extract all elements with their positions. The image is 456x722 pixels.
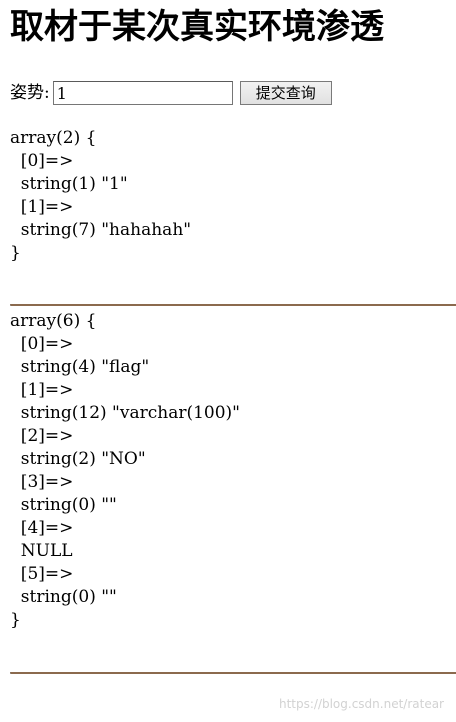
dump-line: } <box>10 243 21 263</box>
dump-line: string(1) "1" <box>10 174 128 194</box>
dump-line: [0]=> <box>10 334 74 354</box>
dump-line: [0]=> <box>10 151 74 171</box>
divider <box>10 304 456 306</box>
column-info-dump: array(6) { [0]=> string(4) "flag" [1]=> … <box>10 310 240 632</box>
page-title: 取材于某次真实环境渗透 <box>10 7 384 47</box>
dump-line: [2]=> <box>10 426 74 446</box>
query-input[interactable] <box>52 81 233 105</box>
dump-line: NULL <box>10 541 73 561</box>
dump-line: string(0) "" <box>10 495 117 515</box>
dump-line: string(4) "flag" <box>10 357 150 377</box>
dump-line: [1]=> <box>10 197 74 217</box>
dump-line: string(12) "varchar(100)" <box>10 403 241 423</box>
dump-line: [5]=> <box>10 564 74 584</box>
dump-line: [4]=> <box>10 518 74 538</box>
dump-line: string(0) "" <box>10 587 117 607</box>
dump-line: [3]=> <box>10 472 74 492</box>
query-form: 姿势: 提交查询 <box>10 80 332 106</box>
dump-line: string(7) "hahahah" <box>10 220 192 240</box>
dump-line: string(2) "NO" <box>10 449 146 469</box>
divider <box>10 672 456 674</box>
dump-line: } <box>10 610 21 630</box>
dump-line: array(6) { <box>10 311 97 331</box>
query-result-dump: array(2) { [0]=> string(1) "1" [1]=> str… <box>10 127 191 265</box>
query-label: 姿势: <box>10 83 50 103</box>
submit-query-button[interactable]: 提交查询 <box>239 81 332 105</box>
dump-line: array(2) { <box>10 128 97 148</box>
dump-line: [1]=> <box>10 380 74 400</box>
watermark: https://blog.csdn.net/ratear <box>278 697 444 711</box>
